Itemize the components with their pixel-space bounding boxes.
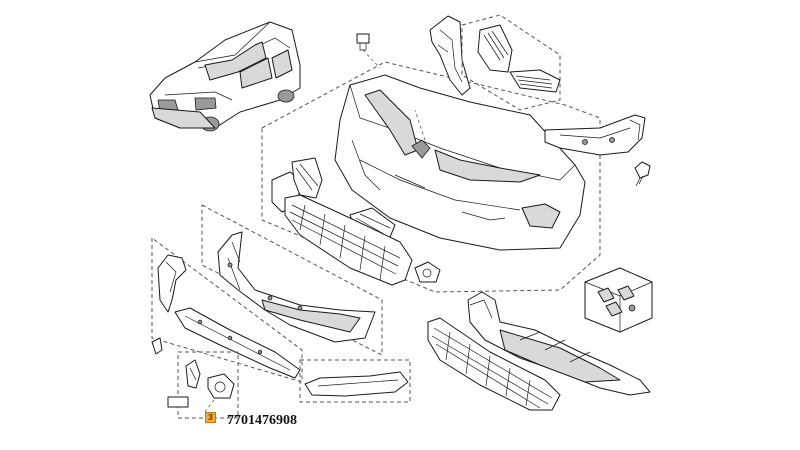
bumper-cover bbox=[334, 74, 586, 251]
skid-trim-outline bbox=[299, 359, 411, 403]
screw bbox=[634, 161, 651, 187]
left-deflector-outline bbox=[151, 237, 303, 383]
grille-large bbox=[427, 317, 561, 411]
small-parts-outline bbox=[177, 351, 239, 419]
side-deflector bbox=[151, 254, 187, 355]
absorber bbox=[467, 291, 651, 396]
car-thumbnail bbox=[149, 21, 301, 132]
fog-bezel-small bbox=[207, 373, 235, 399]
bumper-assembly-outline bbox=[261, 61, 601, 293]
bracket-small bbox=[185, 359, 201, 389]
spoiler-outline bbox=[201, 204, 383, 356]
fog-lamp-vents bbox=[509, 69, 561, 93]
callout-marker: 3 bbox=[205, 412, 216, 423]
headlamp-washer-trim bbox=[461, 14, 561, 111]
blank-plate bbox=[167, 396, 189, 408]
lower-skid-trim bbox=[304, 371, 409, 397]
spoiler-trim bbox=[217, 231, 376, 343]
callout-leader bbox=[204, 399, 215, 413]
lower-grille bbox=[284, 194, 413, 286]
lower-lip bbox=[174, 307, 301, 379]
bumper-clip bbox=[356, 33, 381, 69]
fastener-box bbox=[584, 267, 653, 333]
bumper-side-bracket bbox=[429, 15, 471, 96]
bumper-mounting-bracket bbox=[544, 114, 646, 156]
part-number-label: 7701476908 bbox=[227, 413, 297, 428]
fog-bezel-small-top bbox=[414, 261, 441, 283]
